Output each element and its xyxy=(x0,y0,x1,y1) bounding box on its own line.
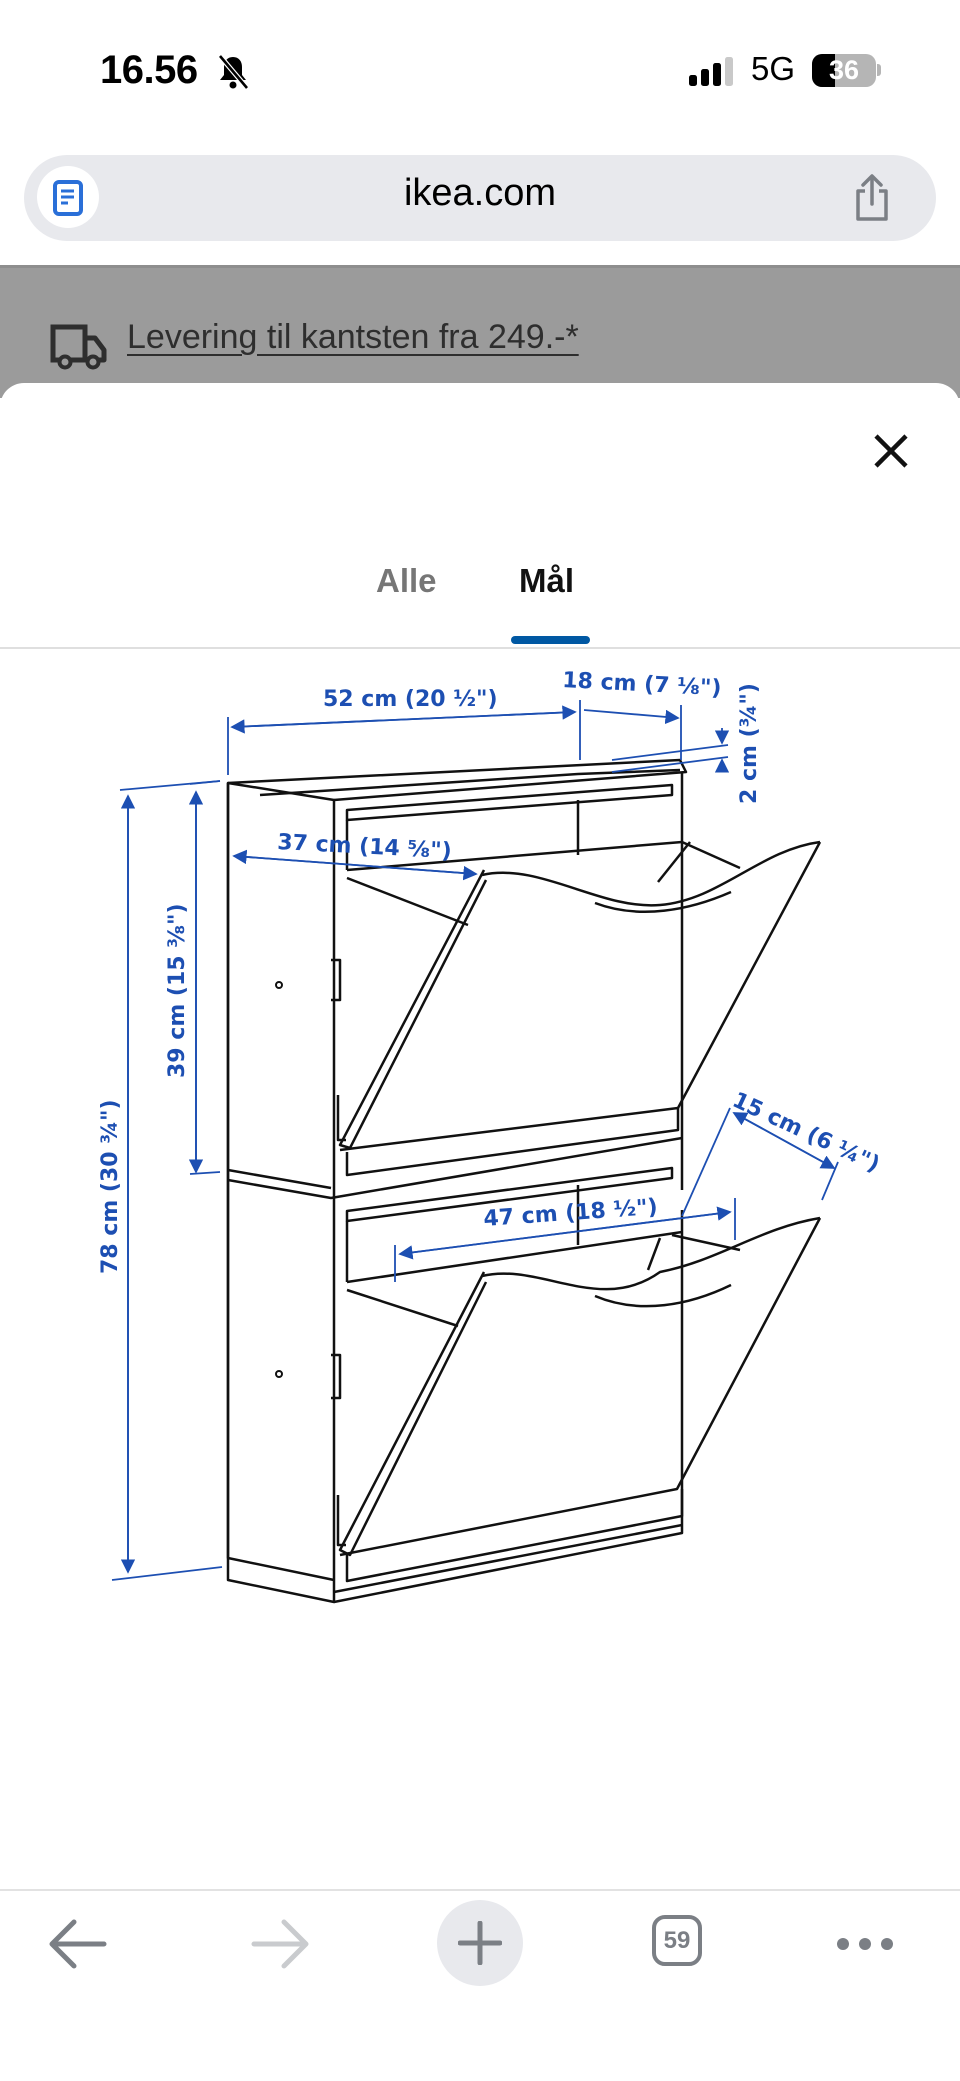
new-tab-button[interactable] xyxy=(437,1900,523,1986)
url-text[interactable]: ikea.com xyxy=(403,172,557,214)
delivery-link[interactable]: Levering til kantsten fra 249.-* xyxy=(127,318,579,356)
dim-total-height: 78 cm (30 ¾") xyxy=(98,1099,123,1274)
dim-inner-depth: 37 cm (14 ⅝") xyxy=(277,830,453,864)
toolbar-divider xyxy=(0,1889,960,1891)
plus-icon xyxy=(458,1921,502,1965)
back-arrow-icon[interactable] xyxy=(38,1908,118,1980)
dim-depth: 18 cm (7 ⅛") xyxy=(562,668,722,701)
active-tab-indicator xyxy=(511,636,590,644)
dim-width: 52 cm (20 ½") xyxy=(323,687,498,712)
delivery-truck-icon xyxy=(50,324,107,370)
status-time: 16.56 xyxy=(100,48,198,92)
address-bar[interactable] xyxy=(24,155,936,241)
screw-hole-upper xyxy=(275,981,283,989)
network-type: 5G xyxy=(751,50,796,87)
cellular-signal-icon xyxy=(689,57,733,86)
reader-document-icon xyxy=(53,180,83,216)
forward-arrow-icon[interactable] xyxy=(240,1908,320,1980)
cabinet-drawing xyxy=(226,758,822,1604)
tab-alle[interactable]: Alle xyxy=(376,562,437,599)
product-dimension-diagram: 52 cm (20 ½") 18 cm (7 ⅛") 2 cm (¾") 78 … xyxy=(98,668,883,1604)
bell-slash-icon xyxy=(218,54,249,90)
battery-icon: 36 xyxy=(812,54,876,87)
dim-flap-opening: 15 cm (6 ¼") xyxy=(728,1088,883,1178)
dim-section-height: 39 cm (15 ⅜") xyxy=(165,903,190,1078)
dimensions-sheet xyxy=(0,383,960,1893)
tab-mal[interactable]: Mål xyxy=(519,562,575,599)
screw-hole-lower xyxy=(275,1370,283,1378)
dimension-lines xyxy=(111,700,839,1581)
close-icon[interactable] xyxy=(872,432,910,470)
reader-mode-button[interactable] xyxy=(37,166,99,228)
share-icon[interactable] xyxy=(852,174,892,222)
battery-tip xyxy=(877,64,881,76)
more-dots-icon[interactable] xyxy=(826,1908,906,1980)
tab-count: 59 xyxy=(663,1927,691,1954)
dim-top-thickness: 2 cm (¾") xyxy=(737,683,762,804)
tab-divider xyxy=(0,647,960,649)
promo-banner xyxy=(0,265,960,398)
tabs-button[interactable] xyxy=(652,1915,702,1966)
battery-level: 36 xyxy=(828,55,860,85)
